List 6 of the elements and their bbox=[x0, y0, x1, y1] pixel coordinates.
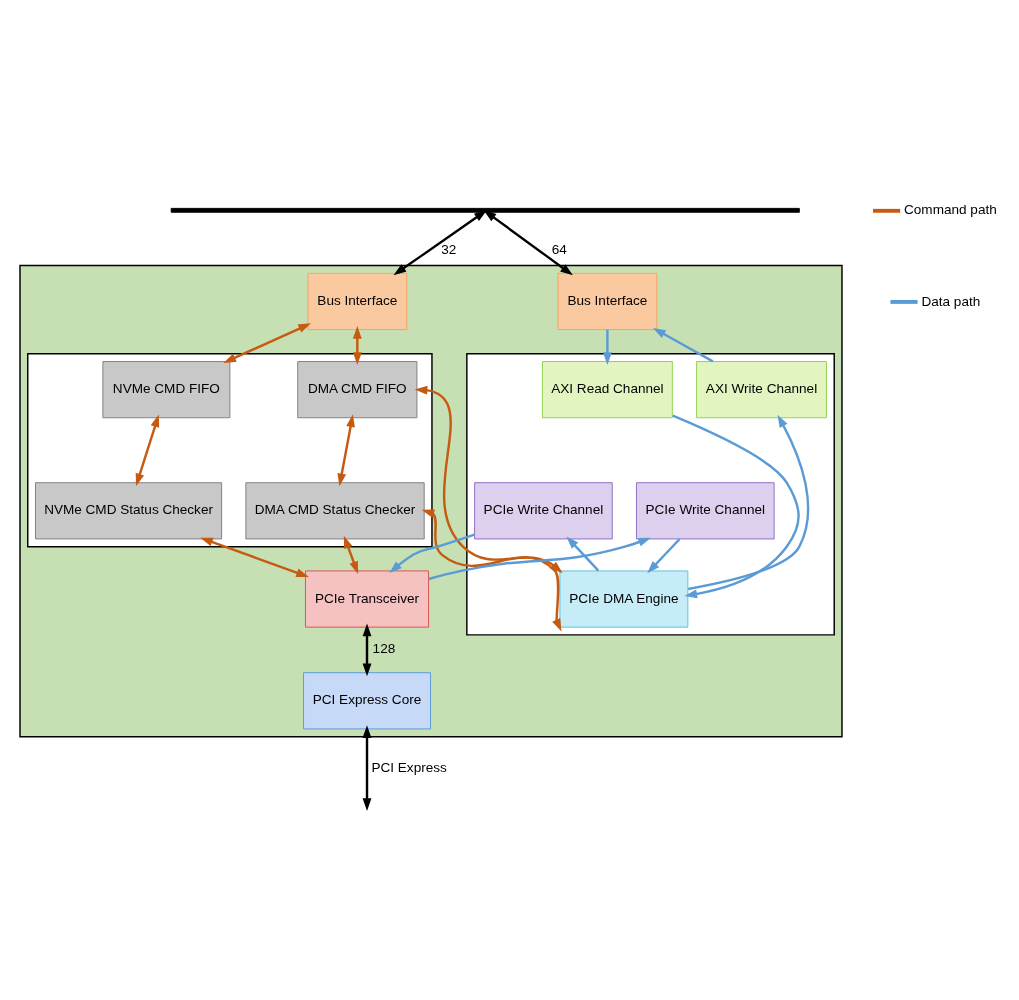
edge-label: 128 bbox=[372, 641, 396, 656]
edge-label: 32 bbox=[441, 241, 457, 257]
edge-label: 64 bbox=[551, 241, 567, 257]
edge-label: PCI Express bbox=[371, 759, 447, 775]
legend-label: Data path bbox=[921, 293, 981, 309]
legend-label: Command path bbox=[904, 201, 997, 217]
